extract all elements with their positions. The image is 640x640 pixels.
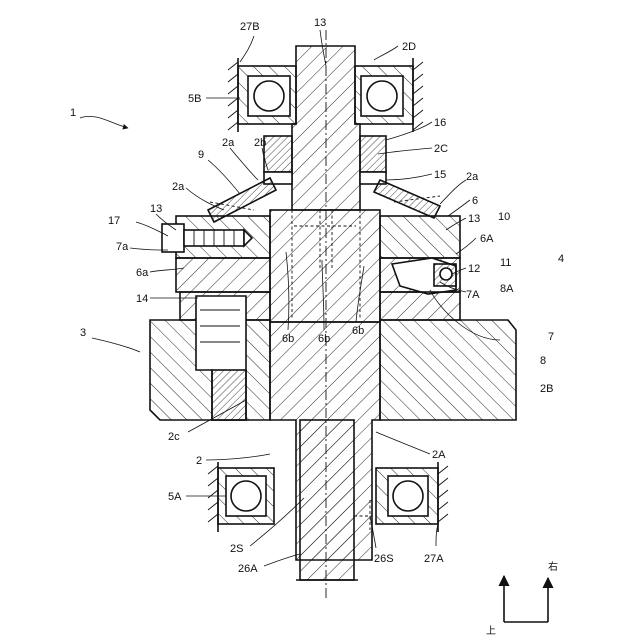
label-10: 10: [498, 211, 510, 223]
label-2: 2: [196, 455, 202, 467]
label-7a: 7a: [116, 241, 129, 253]
label-2B: 2B: [540, 383, 553, 395]
label-6A: 6A: [480, 233, 494, 245]
label-5B: 5B: [188, 93, 201, 105]
label-13-left: 13: [150, 203, 162, 215]
label-1: 1: [70, 107, 76, 119]
label-2C: 2C: [434, 143, 448, 155]
label-8A: 8A: [500, 283, 514, 295]
label-2A: 2A: [432, 449, 446, 461]
label-6b-right: 6b: [352, 325, 364, 337]
label-6b-mid: 6b: [318, 333, 330, 345]
label-16: 16: [434, 117, 446, 129]
label-6: 6: [472, 195, 478, 207]
label-11: 11: [500, 257, 511, 269]
label-6a: 6a: [136, 267, 149, 279]
label-2c: 2c: [168, 431, 180, 443]
label-27B: 27B: [240, 21, 260, 33]
label-13-top: 13: [314, 17, 326, 29]
label-7: 7: [548, 331, 554, 343]
label-8: 8: [540, 355, 546, 367]
label-15: 15: [434, 169, 446, 181]
label-9: 9: [198, 149, 204, 161]
label-2a-right: 2a: [466, 171, 479, 183]
label-2a-upper: 2a: [222, 137, 235, 149]
axis-up-label: 上: [486, 625, 496, 637]
label-2b: 2b: [254, 137, 266, 149]
label-3: 3: [80, 327, 86, 339]
label-5A: 5A: [168, 491, 182, 503]
label-14: 14: [136, 293, 148, 305]
label-2a-left: 2a: [172, 181, 185, 193]
label-6b-left: 6b: [282, 333, 294, 345]
label-13-right: 13: [468, 213, 480, 225]
input-shaft-26A: [296, 420, 358, 580]
label-26A: 26A: [238, 563, 258, 575]
label-4: 4: [558, 253, 564, 265]
label-12: 12: [468, 263, 480, 275]
label-7A: 7A: [466, 289, 480, 301]
label-2S: 2S: [230, 543, 243, 555]
label-2D: 2D: [402, 41, 416, 53]
axis-right-label: 右: [548, 560, 558, 573]
label-26S: 26S: [374, 553, 394, 565]
orientation-indicator: 上 右: [486, 560, 558, 637]
label-17: 17: [108, 215, 120, 227]
label-27A: 27A: [424, 553, 444, 565]
